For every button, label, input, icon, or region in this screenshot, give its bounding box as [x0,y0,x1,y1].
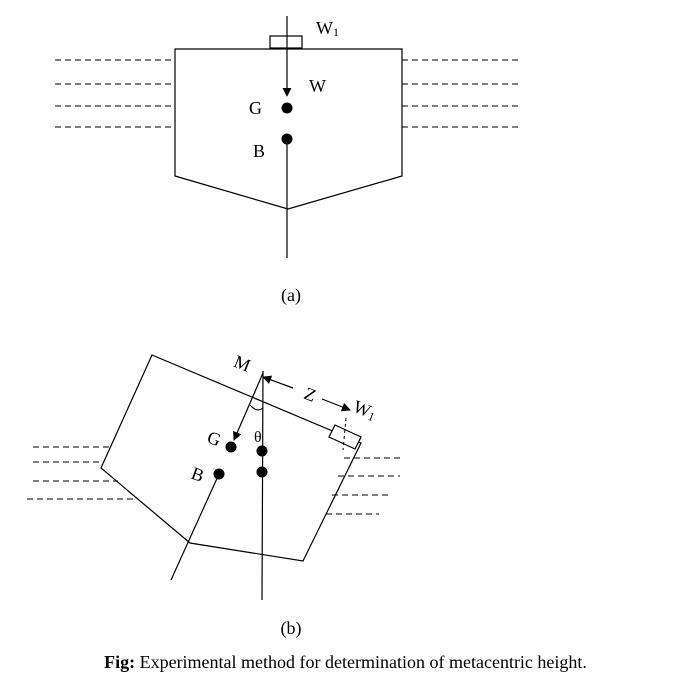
panel-a-upright-pontoon: W1 W G B (a) [55,16,520,306]
water-lines-right-b [326,457,403,515]
caption-text: Experimental method for determination of… [135,652,587,672]
point-g-label-a: G [249,98,262,118]
figure-caption: Fig: Experimental method for determinati… [0,652,691,673]
weight-vertical-b [342,417,347,451]
metacentre-vertical [261,370,264,601]
vertical-dot-upper-b [256,445,268,457]
weight-block-a [269,35,303,49]
point-m-label: M [231,351,253,376]
weight-small-label-b: W1 [350,396,379,424]
panel-b-tilted-pontoon: M Z W1 θ G B (b) [27,351,403,639]
distance-z-label: Z [301,383,319,406]
weight-block-b [328,424,362,450]
heel-angle-arc [249,404,264,411]
pontoon-hull-b [100,354,362,562]
weight-small-label-a: W1 [316,18,339,39]
centre-of-gravity-dot-b [225,441,237,453]
centre-of-gravity-dot-a [281,102,293,114]
water-lines-left-a [55,59,175,128]
panel-b-label: (b) [281,618,302,639]
panel-a-label: (a) [281,285,301,306]
point-b-label-b: B [189,463,207,486]
water-lines-right-a [402,59,520,128]
point-b-label-a: B [253,141,265,161]
distance-arrow-right [321,398,351,412]
plumb-line-b [170,473,220,581]
point-g-label-b: G [205,427,224,450]
angle-theta-label: θ [254,429,262,446]
weight-label-a: W [309,76,326,96]
caption-prefix: Fig: [104,652,136,672]
vertical-dot-lower-b [256,466,268,478]
pontoon-hull-a [174,48,403,210]
gm-arrow [233,372,264,441]
water-lines-left-b [27,446,135,500]
metacentric-height-figure: W1 W G B (a) [27,16,520,639]
distance-arrow-left [262,375,294,389]
